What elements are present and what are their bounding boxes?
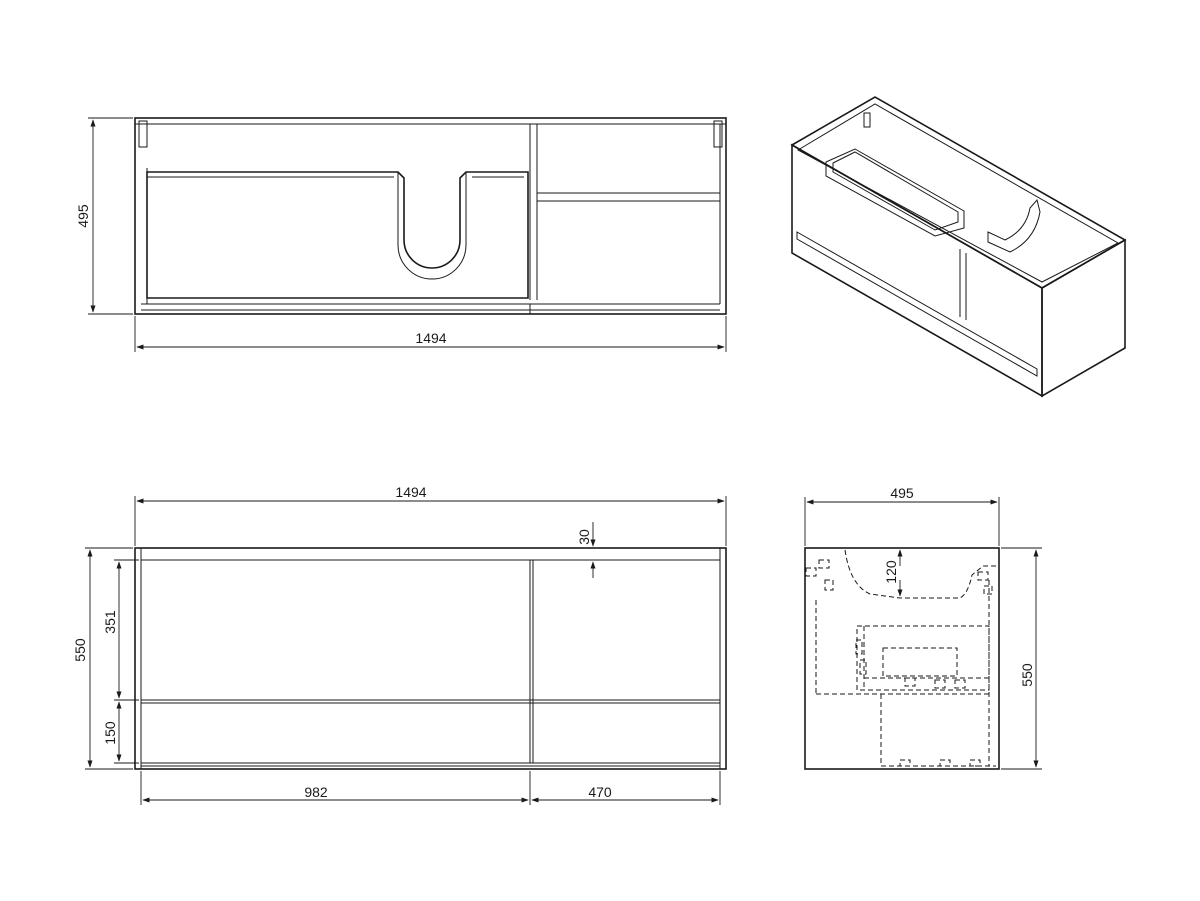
side-view: 120 495 550 <box>804 485 1042 770</box>
front-height-label: 550 <box>72 638 88 662</box>
front-view: 1494 550 351 150 982 470 30 <box>72 484 727 805</box>
top-view: 495 1494 <box>75 117 727 352</box>
top-width-label: 1494 <box>415 330 446 346</box>
front-width-label: 1494 <box>395 484 426 500</box>
side-depth-label: 495 <box>890 485 914 501</box>
front-left-section-label: 982 <box>304 784 328 800</box>
isometric-view <box>790 96 1127 398</box>
side-basin-depth-label: 120 <box>883 560 899 584</box>
front-right-section-label: 470 <box>588 784 612 800</box>
top-depth-label: 495 <box>75 204 91 228</box>
front-top-rail-label: 30 <box>576 529 592 545</box>
side-height-label: 550 <box>1019 663 1035 687</box>
front-upper-label: 351 <box>102 610 118 634</box>
front-lower-label: 150 <box>102 721 118 745</box>
